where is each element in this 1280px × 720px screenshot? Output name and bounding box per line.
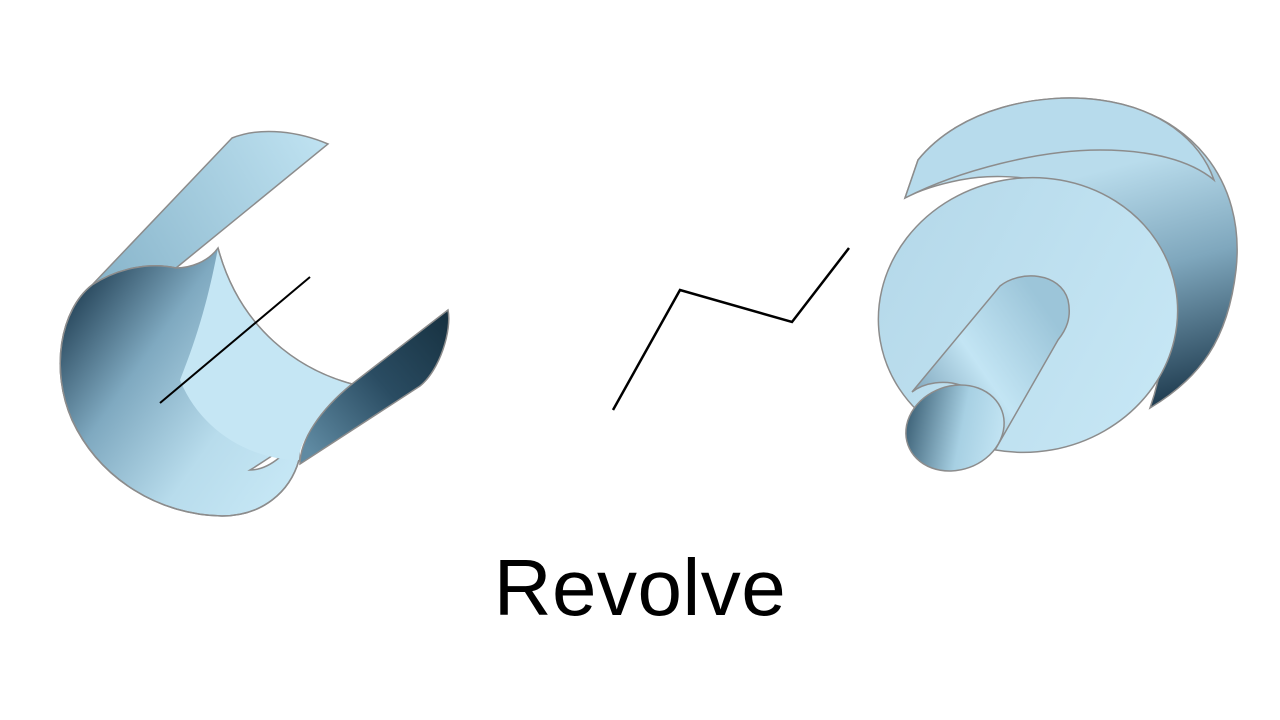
partial-shell-surface: [59, 130, 450, 517]
shell-front-edge: [59, 284, 300, 517]
shell-right-strip: [299, 308, 450, 466]
shell-inner-arc: [217, 247, 353, 385]
pin-end-cap: [905, 384, 1005, 472]
profile-polyline: [611, 247, 850, 411]
shell-axis-line: [159, 276, 311, 404]
revolved-solid: [877, 97, 1238, 472]
shell-inner-face: [180, 248, 352, 460]
caption-title: Revolve: [493, 543, 787, 632]
drum-rim: [903, 97, 1216, 200]
